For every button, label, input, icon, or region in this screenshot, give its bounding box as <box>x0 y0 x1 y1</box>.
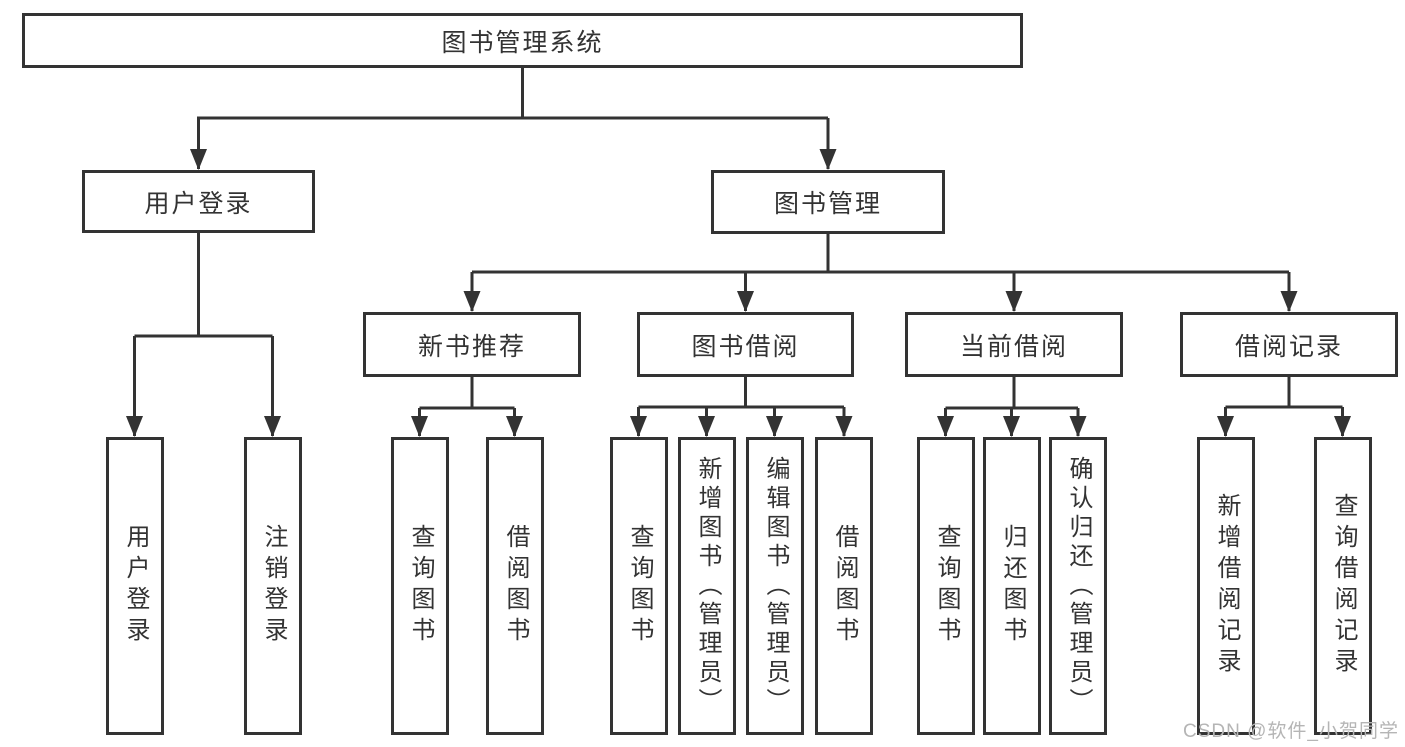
leaf-user-login: 用户登录 <box>106 437 164 735</box>
leaf-add-book-label: 新增图书（管理员） <box>694 455 721 717</box>
node-book-borrow-label: 图书借阅 <box>691 332 800 361</box>
leaf-edit-book: 编辑图书（管理员） <box>746 437 804 735</box>
node-user-login-group: 用户登录 <box>82 170 315 233</box>
node-new-book-rec: 新书推荐 <box>363 312 581 377</box>
leaf-query-book-2: 查询图书 <box>610 437 668 735</box>
connector-rails <box>134 68 1343 410</box>
leaf-edit-book-label: 编辑图书（管理员） <box>762 455 789 717</box>
leaf-logout-label: 注销登录 <box>260 524 287 648</box>
leaf-query-book-3-label: 查询图书 <box>933 524 960 648</box>
node-book-mgmt-label: 图书管理 <box>773 190 882 218</box>
leaf-query-book-2-label: 查询图书 <box>626 524 653 648</box>
node-borrow-records: 借阅记录 <box>1180 312 1398 377</box>
csdn-watermark: CSDN @软件_小贺同学 <box>1183 721 1399 742</box>
node-book-borrow: 图书借阅 <box>637 312 854 377</box>
leaf-borrow-book-1-label: 借阅图书 <box>502 524 529 648</box>
leaf-query-book-1-label: 查询图书 <box>407 524 434 648</box>
node-current-borrow-label: 当前借阅 <box>959 332 1068 361</box>
leaf-query-book-1: 查询图书 <box>391 437 449 735</box>
leaf-borrow-book-2-label: 借阅图书 <box>831 524 858 648</box>
node-borrow-records-label: 借阅记录 <box>1234 332 1343 361</box>
node-user-login-group-label: 用户登录 <box>144 189 253 218</box>
node-current-borrow: 当前借阅 <box>905 312 1123 377</box>
leaf-user-login-label: 用户登录 <box>122 524 149 648</box>
leaf-borrow-book-2: 借阅图书 <box>815 437 873 735</box>
node-book-mgmt: 图书管理 <box>711 170 945 234</box>
connector-arrows <box>126 118 1351 437</box>
node-root-label: 图书管理系统 <box>441 28 604 57</box>
leaf-query-record: 查询借阅记录 <box>1314 437 1372 735</box>
leaf-query-book-3: 查询图书 <box>917 437 975 735</box>
leaf-logout: 注销登录 <box>244 437 302 735</box>
leaf-query-record-label: 查询借阅记录 <box>1330 493 1357 679</box>
leaf-add-record: 新增借阅记录 <box>1197 437 1255 735</box>
leaf-return-book-label: 归还图书 <box>999 524 1026 648</box>
node-root: 图书管理系统 <box>22 13 1023 68</box>
leaf-return-book: 归还图书 <box>983 437 1041 735</box>
leaf-confirm-return: 确认归还（管理员） <box>1049 437 1107 735</box>
node-new-book-rec-label: 新书推荐 <box>417 332 526 361</box>
leaf-add-book: 新增图书（管理员） <box>678 437 736 735</box>
leaf-borrow-book-1: 借阅图书 <box>486 437 544 735</box>
leaf-add-record-label: 新增借阅记录 <box>1213 493 1240 679</box>
leaf-confirm-return-label: 确认归还（管理员） <box>1065 455 1092 717</box>
